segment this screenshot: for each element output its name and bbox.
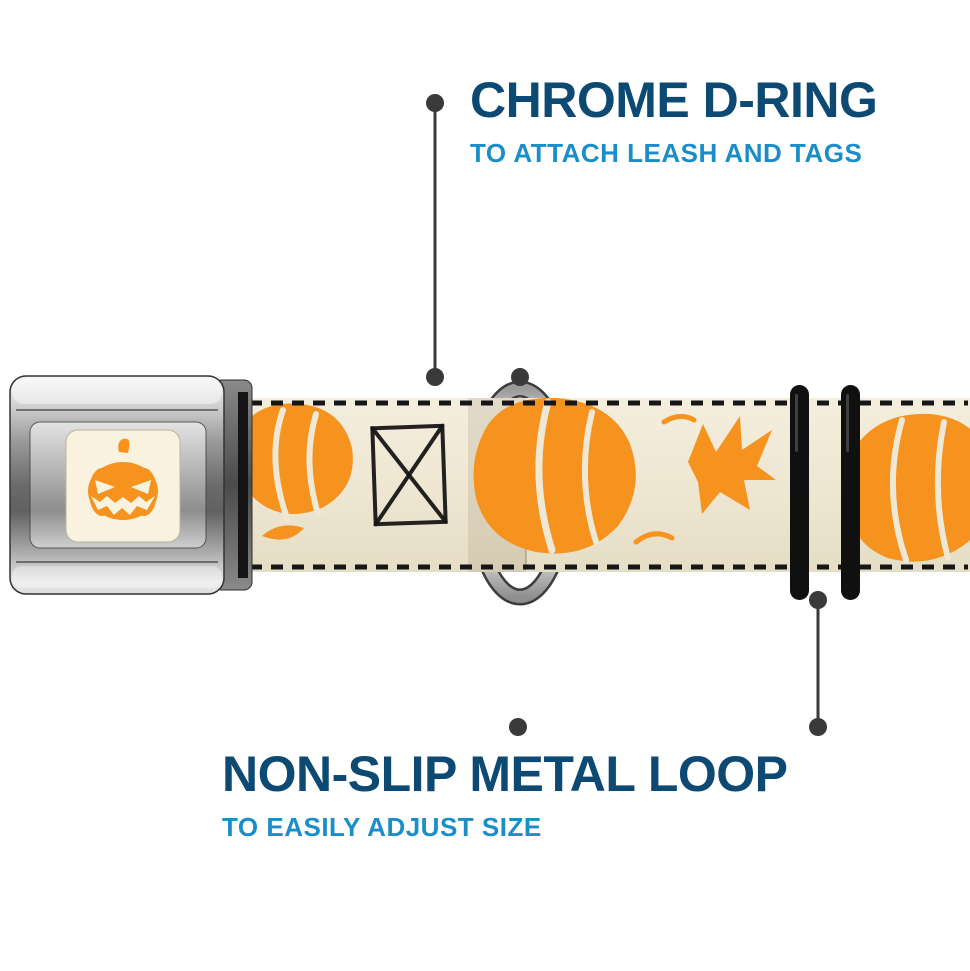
pumpkin-pattern — [248, 398, 970, 563]
top-annotation-title: CHROME D-RING — [470, 72, 878, 128]
top-annotation-subtitle: TO ATTACH LEASH AND TAGS — [470, 137, 863, 168]
dog-collar — [9, 375, 970, 606]
pumpkin-right-icon — [845, 413, 970, 563]
bottom-annotation-title: NON-SLIP METAL LOOP — [222, 746, 788, 802]
stitched-box-icon — [370, 423, 448, 527]
jack-o-lantern-icon — [88, 438, 158, 520]
callout-dot — [509, 718, 527, 736]
top-annotation: CHROME D-RING TO ATTACH LEASH AND TAGS — [470, 72, 878, 168]
pumpkin-burst-icon — [633, 414, 776, 545]
seatbelt-buckle — [9, 375, 253, 595]
bottom-annotation-subtitle: TO EASILY ADJUST SIZE — [222, 811, 542, 842]
pumpkin-left-icon — [248, 403, 353, 540]
callout-dot — [426, 94, 444, 112]
bottom-annotation: NON-SLIP METAL LOOP TO EASILY ADJUST SIZ… — [222, 748, 788, 841]
metal-loop-slider — [790, 385, 860, 600]
callout-dot — [809, 718, 827, 736]
pumpkin-center-icon — [473, 398, 636, 554]
